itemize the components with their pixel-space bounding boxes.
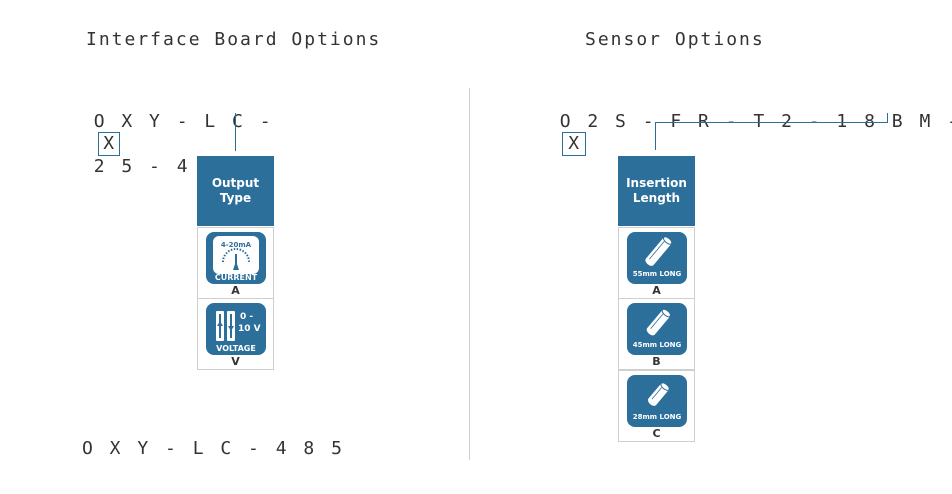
probe-45mm-code: B xyxy=(652,355,661,368)
current-caption: CURRENT xyxy=(214,273,258,282)
current-range-label: 4-20mA xyxy=(220,241,252,249)
current-option-icon: 4-20mA CURRENT xyxy=(206,232,266,284)
option-voltage[interactable]: 0 - 10 V VOLTAGE V xyxy=(197,298,274,370)
voltage-option-icon: 0 - 10 V VOLTAGE xyxy=(206,303,266,355)
connector-line-right-vertical2 xyxy=(655,122,656,150)
probe-28mm-icon-bg: 28mm LONG xyxy=(627,375,687,427)
probe-45mm-icon-bg: 45mm LONG xyxy=(627,303,687,355)
option-55mm[interactable]: 55mm LONG A xyxy=(618,227,695,299)
interface-board-heading: Interface Board Options xyxy=(86,29,382,50)
probe-55mm-icon-bg: 55mm LONG xyxy=(627,232,687,284)
voltage-range-label-2: 10 V xyxy=(238,324,261,334)
connector-line-left xyxy=(235,113,236,151)
option-current[interactable]: 4-20mA CURRENT A xyxy=(197,227,274,299)
output-type-header-line1: Output xyxy=(211,176,260,190)
option-28mm[interactable]: 28mm LONG C xyxy=(618,370,695,442)
probe-28mm-code: C xyxy=(652,427,661,440)
oxy-lc-485-part-number: O X Y - L C - 4 8 5 xyxy=(82,438,345,459)
probe-icon xyxy=(645,236,673,266)
voltage-range-label-1: 0 - xyxy=(240,312,254,322)
current-gauge-icon xyxy=(222,248,250,270)
section-divider xyxy=(469,88,470,460)
probe-28mm-caption: 28mm LONG xyxy=(632,413,682,421)
sensor-part-number: O 2 S - F R - T 2 - 1 8 B M - X xyxy=(538,90,952,156)
current-code: A xyxy=(231,284,240,297)
probe-icon xyxy=(647,382,670,406)
part-number-variable-box: X xyxy=(97,132,120,156)
sensor-part-number-variable-box: X xyxy=(561,132,586,156)
probe-45mm-caption: 45mm LONG xyxy=(632,341,682,349)
insertion-length-header: Insertion Length xyxy=(618,156,695,226)
insertion-length-header-line2: Length xyxy=(632,191,681,205)
sensor-part-number-prefix: O 2 S - F R - T 2 - 1 8 B M - xyxy=(559,111,952,132)
sensor-options-heading: Sensor Options xyxy=(585,29,765,50)
output-type-header: Output Type xyxy=(197,156,274,226)
part-number-prefix: O X Y - L C - xyxy=(93,111,274,132)
voltage-caption: VOLTAGE xyxy=(216,344,256,353)
voltage-code: V xyxy=(231,355,240,368)
option-45mm[interactable]: 45mm LONG B xyxy=(618,298,695,370)
connector-line-right-horizontal xyxy=(655,122,888,123)
voltage-slider-icon xyxy=(216,311,235,341)
output-type-header-line2: Type xyxy=(219,191,252,205)
probe-icon xyxy=(646,308,672,336)
connector-line-right-vertical1 xyxy=(887,113,888,122)
probe-55mm-code: A xyxy=(652,284,661,297)
insertion-length-header-line1: Insertion xyxy=(626,176,687,190)
probe-55mm-caption: 55mm LONG xyxy=(632,270,682,278)
